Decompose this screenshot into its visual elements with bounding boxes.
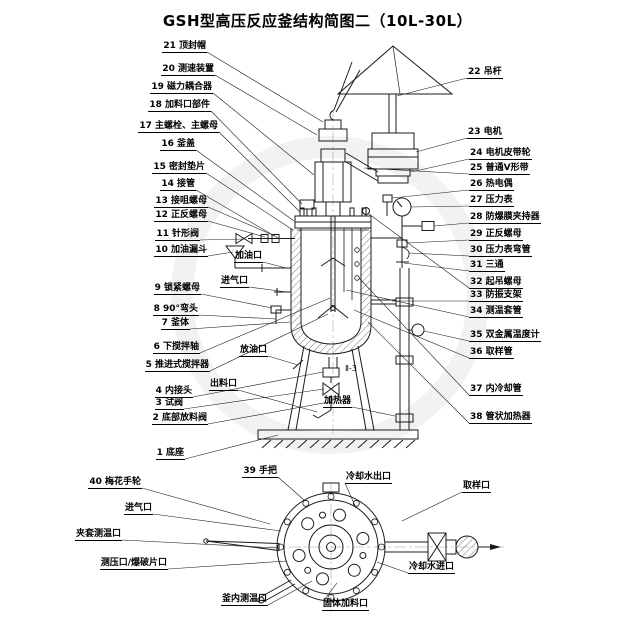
kettle-body: [290, 228, 372, 355]
page-title: GSH型高压反应釜结构简图二（10L-30L）: [162, 12, 473, 30]
leader-line: [368, 213, 470, 289]
leader-line: [207, 220, 266, 238]
leader-line: [396, 77, 468, 97]
leader-line: [323, 582, 338, 601]
base: [257, 429, 419, 449]
right-fittings: [371, 194, 435, 268]
lifting-tripod: [336, 45, 454, 133]
leader-line: [207, 401, 330, 425]
leader-line: [212, 92, 315, 176]
leader-line: [267, 580, 313, 606]
leader-line: [358, 277, 470, 396]
leader-line: [367, 321, 470, 424]
left-fittings: [225, 232, 295, 324]
internal-tubes: [343, 228, 360, 300]
front-view: [225, 45, 454, 449]
leader-line: [415, 137, 468, 153]
leader-line: [210, 110, 303, 205]
leader-line: [410, 205, 470, 208]
leader-line: [200, 293, 273, 309]
leader-line: [214, 74, 318, 136]
leader-line: [403, 262, 470, 272]
leader-line: [344, 482, 357, 509]
leader-line: [423, 330, 470, 342]
leader-line: [141, 487, 271, 525]
leader-line: [406, 239, 470, 244]
bottom-discharge-valve: [312, 357, 340, 419]
leader-line: [199, 238, 244, 241]
leader-line: [248, 286, 288, 293]
leader-line: [391, 189, 470, 199]
watermark-ring: [171, 136, 489, 454]
drain-port: [292, 359, 304, 370]
kettle-lid: [294, 207, 372, 231]
motor: [367, 132, 419, 184]
leader-line: [206, 51, 324, 123]
leader-line: [351, 406, 396, 417]
bottom-flange-top-view: [203, 482, 501, 604]
leader-line: [209, 313, 329, 372]
leader-line: [363, 167, 470, 175]
leader-line: [192, 371, 324, 398]
leader-line: [433, 222, 470, 227]
leader-line: [207, 251, 234, 257]
leader-line: [183, 388, 325, 410]
leader-line: [205, 172, 294, 231]
leader-line: [152, 513, 282, 532]
leader-line: [408, 252, 470, 257]
stirrer-shaft: [317, 216, 349, 319]
leader-line: [167, 560, 288, 570]
leader-line: [410, 158, 470, 173]
leader-line: [262, 261, 287, 269]
leader-line: [189, 321, 291, 330]
leader-line: [195, 189, 279, 239]
bolt-holes: [277, 493, 385, 601]
leader-line: [207, 206, 276, 237]
leader-line: [198, 314, 277, 320]
leader-line: [401, 491, 463, 522]
leader-line: [376, 561, 409, 574]
top-stub: [322, 482, 340, 493]
drive-column: [299, 119, 352, 217]
lifting-sling: [329, 61, 361, 121]
leader-line: [267, 355, 299, 366]
leader-line: [218, 131, 301, 213]
leader-line: [121, 539, 279, 549]
support-legs: [287, 345, 375, 431]
nozzle-ports: [292, 508, 370, 586]
leader-lines-group: [121, 51, 470, 606]
leader-line: [184, 434, 279, 460]
leader-line: [345, 289, 470, 318]
left-needle-stem: [203, 538, 280, 552]
leader-line: [237, 389, 318, 413]
lower-left-stub: [257, 579, 296, 604]
side-valve-with-handwheel: [385, 532, 501, 562]
leader-line: [199, 297, 331, 354]
leader-line: [195, 149, 295, 222]
leader-line: [277, 476, 305, 501]
